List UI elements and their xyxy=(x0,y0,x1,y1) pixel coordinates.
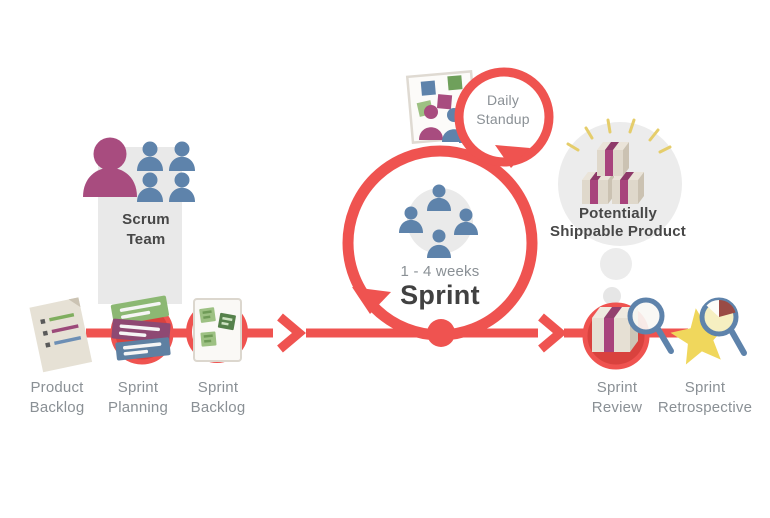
label-sprint-review: Sprint Review xyxy=(591,379,643,416)
label-sprint-planning: Sprint Planning xyxy=(108,379,168,416)
box-magnifier-icon xyxy=(582,297,674,370)
label-sprint-backlog: Sprint Backlog xyxy=(190,379,246,416)
product-boxes-icon xyxy=(558,118,682,305)
star-icon xyxy=(670,308,727,365)
people-group-icon xyxy=(83,137,195,202)
label-sprint-retrospective: Sprint Retrospective xyxy=(657,379,753,416)
sticky-board-icon xyxy=(186,298,248,363)
label-daily-standup: Daily Standup xyxy=(476,92,530,127)
label-sprint-duration: 1 - 4 weeks xyxy=(400,263,480,280)
timeline-dot xyxy=(427,319,455,347)
timeline-chevron-icon xyxy=(277,313,306,353)
stacked-cards-icon xyxy=(110,295,174,365)
label-scrum-team: Scrum Team xyxy=(122,211,170,248)
team-circle-icon xyxy=(399,184,478,258)
timeline-chevron-icon xyxy=(538,313,567,353)
sprint-loop-arrow-icon xyxy=(342,145,538,347)
label-product-backlog: Product Backlog xyxy=(29,379,85,416)
sparkle-rays-icon xyxy=(566,118,672,154)
star-magnifier-pie-icon xyxy=(670,297,747,365)
label-sprint: Sprint xyxy=(400,280,480,310)
label-shippable-product: Potentially Shippable Product xyxy=(550,205,686,240)
document-list-icon xyxy=(29,297,93,373)
daily-standup-loop-icon xyxy=(454,67,554,168)
